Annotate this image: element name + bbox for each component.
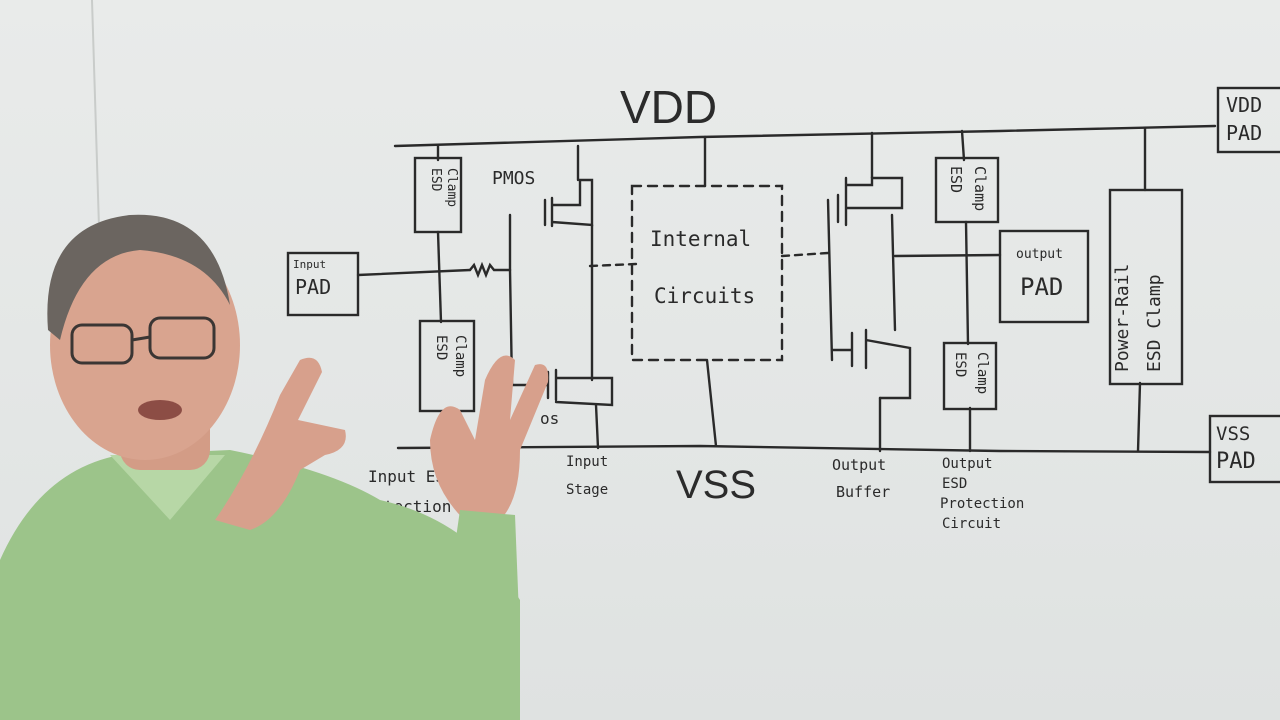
- input-pad-box: [286, 251, 360, 317]
- vss-rail-label: VSS: [676, 463, 756, 507]
- left-sleeve: [120, 530, 218, 680]
- output-pad-small-label: output: [1016, 247, 1063, 262]
- input-pad-small-label: Input: [293, 258, 326, 271]
- input-pad-label: PAD: [295, 275, 331, 299]
- esd-clamp-top-box: [413, 156, 463, 234]
- input-stage-caption-1: Input: [566, 454, 608, 470]
- collar: [110, 455, 225, 520]
- output-pad-label: PAD: [1020, 273, 1063, 301]
- vss-rail: [396, 444, 1212, 454]
- output-buffer-caption-1: Output: [832, 456, 886, 474]
- vdd-pad-label-1: VDD: [1226, 93, 1262, 117]
- head: [50, 230, 240, 460]
- input-esd-caption-1: Input ESD: [368, 467, 455, 486]
- svg-text:ESD: ESD: [947, 166, 965, 193]
- internal-label-1: Internal: [650, 227, 751, 251]
- power-rail-clamp-box: [1108, 188, 1184, 386]
- output-esd-caption-3: Protection: [940, 496, 1024, 512]
- input-wire: [356, 268, 472, 277]
- vss-pad-label-2: PAD: [1216, 449, 1256, 474]
- internal-label-2: Circuits: [654, 284, 755, 308]
- output-esd-clamp-top-box: [934, 156, 1000, 224]
- glasses: [70, 316, 216, 365]
- vdd-pad-label-2: PAD: [1226, 121, 1262, 145]
- svg-text:ESD Clamp: ESD Clamp: [1144, 274, 1165, 372]
- output-esd-clamp-bottom-label: ESD Clamp: [952, 352, 990, 394]
- pmos-label: PMOS: [492, 168, 535, 189]
- output-esd-caption-2: ESD: [942, 476, 967, 492]
- power-rail-clamp-label: Power-Rail ESD Clamp: [1112, 264, 1165, 372]
- svg-text:Clamp: Clamp: [971, 166, 989, 211]
- circuit-wiring: [286, 86, 1280, 484]
- right-hand: [430, 355, 549, 525]
- board-edge: [91, 0, 101, 261]
- vdd-rail-label: VDD: [620, 81, 717, 133]
- hair: [47, 214, 230, 340]
- esd-clamp-top-label: ESD Clamp: [428, 168, 459, 207]
- mouth: [138, 400, 182, 420]
- vdd-pad-box: [1216, 86, 1280, 154]
- shirt: [0, 450, 520, 720]
- svg-text:Clamp: Clamp: [444, 168, 459, 207]
- svg-text:ESD: ESD: [428, 168, 443, 192]
- output-pad-box: [998, 229, 1090, 324]
- output-esd-caption-1: Output: [942, 456, 993, 472]
- presenter: [0, 214, 549, 720]
- left-hand: [215, 357, 346, 530]
- right-sleeve: [440, 510, 520, 650]
- input-stage-caption-2: Stage: [566, 482, 608, 498]
- svg-text:Clamp: Clamp: [452, 335, 468, 377]
- esd-clamp-bottom-label: ESD Clamp: [433, 335, 468, 377]
- output-buffer-caption-2: Buffer: [836, 483, 890, 501]
- output-esd-caption-4: Circuit: [942, 516, 1001, 532]
- svg-text:ESD: ESD: [433, 335, 449, 360]
- vss-pad-box: [1208, 414, 1280, 484]
- svg-text:ESD: ESD: [952, 352, 968, 377]
- input-resistor: [468, 261, 512, 279]
- svg-text:Power-Rail: Power-Rail: [1112, 264, 1133, 372]
- vss-pad-label-1: VSS: [1216, 423, 1250, 445]
- svg-text:Clamp: Clamp: [974, 352, 990, 394]
- nmos-partial-label: os: [540, 409, 559, 428]
- output-esd-clamp-top-label: ESD Clamp: [947, 166, 989, 211]
- output-esd-clamp-bottom-box: [942, 341, 998, 411]
- internal-circuits-box: [630, 184, 784, 362]
- vdd-rail: [393, 124, 1217, 148]
